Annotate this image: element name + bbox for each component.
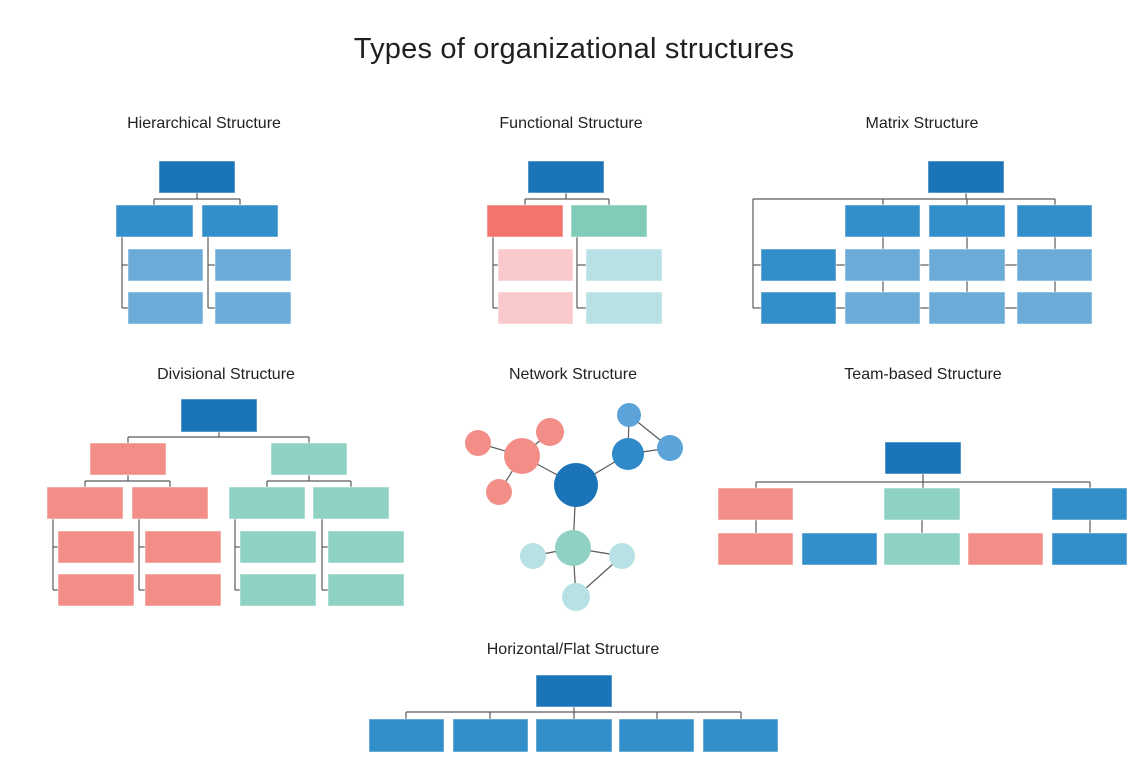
org-box — [883, 532, 961, 566]
org-box — [452, 718, 529, 753]
org-box — [585, 291, 663, 325]
org-box — [46, 486, 124, 520]
org-box — [144, 530, 222, 564]
org-box — [883, 487, 961, 521]
diagram-label-functional: Functional Structure — [499, 115, 643, 132]
diagram-label-team: Team-based Structure — [844, 366, 1002, 383]
diagram-label-divisional: Divisional Structure — [157, 366, 295, 383]
org-box — [702, 718, 779, 753]
network-node — [609, 543, 635, 569]
org-box — [57, 573, 135, 607]
diagram-label-flat: Horizontal/Flat Structure — [486, 641, 660, 658]
org-box — [127, 248, 204, 282]
org-box — [327, 573, 405, 607]
org-box — [570, 204, 648, 238]
network-node — [520, 543, 546, 569]
org-box — [228, 486, 306, 520]
network-node — [504, 438, 540, 474]
org-box — [717, 532, 794, 566]
diagram-team — [717, 441, 1128, 566]
org-box — [928, 248, 1006, 282]
org-box — [486, 204, 564, 238]
diagram-flat — [368, 674, 779, 753]
diagram-label-matrix: Matrix Structure — [865, 115, 979, 132]
org-box — [1051, 532, 1128, 566]
network-node — [465, 430, 491, 456]
org-box — [201, 204, 279, 238]
org-box — [144, 573, 222, 607]
org-box — [535, 718, 613, 753]
org-box — [270, 442, 348, 476]
diagram-hierarchical — [115, 160, 292, 325]
org-box — [760, 248, 837, 282]
org-box — [497, 291, 574, 325]
network-node — [486, 479, 512, 505]
org-box — [535, 674, 613, 708]
org-box — [214, 248, 292, 282]
org-box — [368, 718, 445, 753]
network-node — [536, 418, 564, 446]
org-box — [844, 248, 921, 282]
page-title: Types of organizational structures — [353, 33, 795, 65]
org-box — [115, 204, 194, 238]
org-box — [214, 291, 292, 325]
org-box — [497, 248, 574, 282]
org-box — [585, 248, 663, 282]
org-box — [1016, 291, 1093, 325]
org-box — [527, 160, 605, 194]
org-box — [717, 487, 794, 521]
org-box — [1051, 487, 1128, 521]
org-box — [618, 718, 695, 753]
org-box — [158, 160, 236, 194]
network-node — [657, 435, 683, 461]
diagram-network — [465, 403, 683, 611]
org-box — [927, 160, 1005, 194]
network-node — [617, 403, 641, 427]
org-box — [239, 530, 317, 564]
network-node — [612, 438, 644, 470]
org-box — [967, 532, 1044, 566]
org-box — [89, 442, 167, 476]
network-node — [554, 463, 598, 507]
diagram-functional — [486, 160, 663, 325]
diagram-label-hierarchical: Hierarchical Structure — [127, 115, 281, 132]
diagram-label-network: Network Structure — [508, 366, 638, 383]
org-box — [928, 291, 1006, 325]
org-box — [127, 291, 204, 325]
org-box — [844, 291, 921, 325]
org-box — [928, 204, 1006, 238]
network-node — [555, 530, 591, 566]
network-node — [562, 583, 590, 611]
org-box — [844, 204, 921, 238]
org-box — [312, 486, 390, 520]
org-box — [57, 530, 135, 564]
org-box — [1016, 248, 1093, 282]
org-box — [760, 291, 837, 325]
org-box — [239, 573, 317, 607]
org-box — [1016, 204, 1093, 238]
diagram-divisional — [46, 398, 405, 607]
org-box — [180, 398, 258, 433]
diagram-matrix — [752, 160, 1093, 325]
org-box — [801, 532, 878, 566]
org-box — [131, 486, 209, 520]
org-box — [884, 441, 962, 475]
org-box — [327, 530, 405, 564]
